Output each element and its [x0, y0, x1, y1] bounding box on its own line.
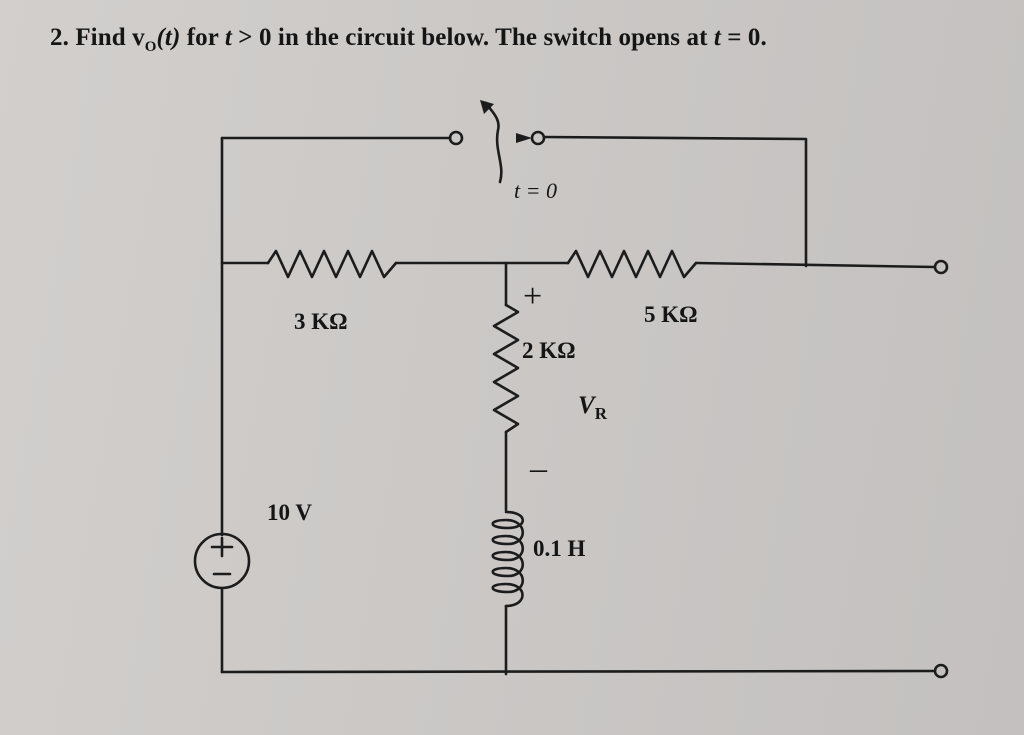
- problem-condition: > 0 in the circuit below. The switch ope…: [231, 24, 714, 51]
- switch-left-terminal: [448, 130, 464, 146]
- problem-arg: (t): [156, 24, 181, 51]
- vr-minus-sign: –: [530, 450, 547, 487]
- switch-right-terminal: [530, 130, 546, 146]
- wire-top-right: [542, 135, 808, 268]
- switch-arrow-icon: [480, 100, 494, 114]
- switch-contact-icon: [516, 133, 532, 143]
- problem-eq: = 0.: [720, 24, 767, 51]
- voltage-source-icon: [193, 532, 251, 590]
- resistor-5k-label: 5 KΩ: [644, 302, 698, 327]
- source-label: 10 V: [267, 500, 312, 525]
- resistor-2k-label: 2 KΩ: [522, 338, 576, 363]
- resistor-3k: [266, 249, 398, 279]
- resistor-2k: [492, 303, 520, 434]
- switch-blade: [484, 101, 503, 184]
- problem-number: 2.: [50, 24, 69, 51]
- problem-t-var-2: t: [713, 24, 721, 51]
- problem-subscript: O: [144, 39, 157, 55]
- resistor-3k-label: 3 KΩ: [294, 309, 348, 334]
- wire-mid-right: [694, 261, 936, 269]
- problem-for: for: [180, 24, 225, 51]
- problem-t-var: t: [224, 24, 232, 51]
- vr-label: VR: [578, 392, 607, 424]
- switch-time-label: t = 0: [514, 178, 557, 203]
- problem-statement: 2. Find vO(t) for t > 0 in the circuit b…: [50, 24, 767, 56]
- output-terminal-top: [933, 259, 949, 275]
- inductor-label: 0.1 H: [533, 536, 586, 561]
- resistor-5k: [566, 249, 698, 279]
- vr-label-sub: R: [594, 404, 607, 423]
- output-terminal-bottom: [933, 663, 949, 679]
- problem-text-find: Find v: [75, 24, 145, 51]
- vr-label-main: V: [578, 392, 595, 419]
- vr-plus-sign: +: [523, 278, 543, 315]
- wire-bottom: [220, 669, 936, 674]
- inductor-coil: [491, 510, 525, 608]
- source-plus-icon: [210, 536, 234, 558]
